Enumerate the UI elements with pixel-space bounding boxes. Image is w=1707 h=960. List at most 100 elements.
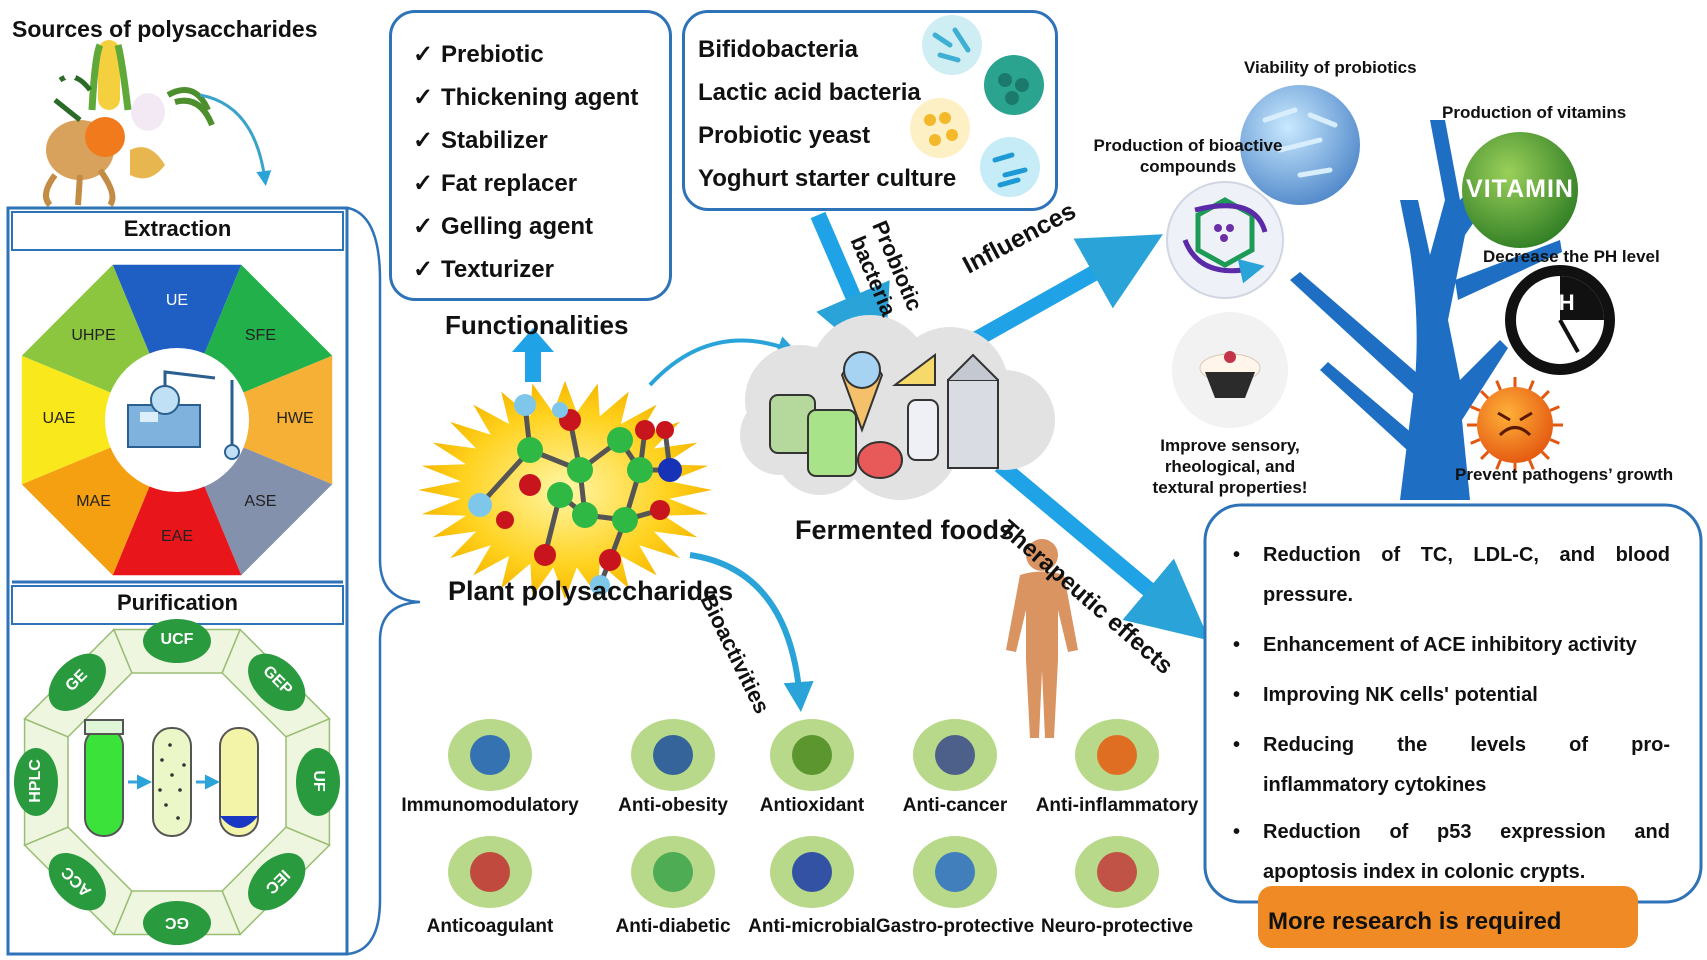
bullet-icon: • [1233,734,1241,756]
pathogens-label: Prevent pathogens’ growth [1455,465,1674,484]
check-icon: ✓ [413,84,434,111]
check-icon: ✓ [413,41,434,68]
bioactivity-icons [448,719,1159,908]
benefits-tree [1290,120,1562,500]
functionality-label: Gelling agent [441,213,594,240]
test-tubes-icon [84,719,259,837]
bioactivity-label: Anti-microbial [748,916,876,937]
bioactive-label: Production of bioactive compounds [1093,136,1283,176]
plant-to-fermented-arrow [648,336,798,387]
purification-method-badge [248,853,306,911]
functionality-item: ✓ Texturizer [413,255,554,284]
extraction-apparatus-icon [127,370,240,460]
extraction-method-label: HWE [276,410,314,427]
functionality-label: Stabilizer [441,127,548,154]
extraction-method-label: ASE [244,493,277,511]
bioactivity-label: Antioxidant [759,795,865,816]
therapeutic-effect-item: • Reduction of TC, LDL-C, and blood pressu… [1233,535,1670,615]
extraction-title: Extraction [123,216,232,241]
plant-sources-illustration [43,40,215,208]
functionality-label: Texturizer [441,256,554,283]
vitamin-word: VITAMIN [1466,175,1574,203]
research-note: More research is required [1268,908,1562,935]
functionalities-box [389,10,672,301]
bullet-icon: • [1233,821,1241,843]
purification-title: Purification [116,590,238,615]
bacteria-label: Probiotic yeast [698,122,871,149]
therapeutic-effect-item: • Enhancement of ACE inhibitory activity [1233,625,1670,665]
therapeutic-effect-line: Reducing the levels of pro- [1263,734,1670,756]
bioactivity-label: Neuro-protective [1040,916,1194,937]
extraction-segment [112,264,242,420]
purification-method-badge [48,653,106,711]
therapeutic-effect-line: apoptosis index in colonic crypts. [1263,861,1586,883]
research-banner [1258,886,1638,948]
bioactivity-label: Anti-obesity [618,795,728,816]
purification-method-badge [48,853,106,911]
bioactivity-label: Anti-cancer [902,795,1008,816]
ph-label: Decrease the PH level [1483,247,1660,266]
check-icon: ✓ [413,256,434,283]
bacteria-label: Bifidobacteria [698,36,859,63]
purification-method-label: UF [310,770,327,792]
fermented-foods-label: Fermented foods [795,515,1015,545]
purification-header-box [11,585,344,625]
functionality-item: ✓Gelling agent [413,212,593,241]
extraction-method-label: UAE [42,410,76,427]
extraction-segment [177,355,333,485]
extraction-method-label: MAE [76,493,111,511]
bacteria-box [682,10,1058,211]
bacteria-images [910,15,1044,197]
bacteria-label: Lactic acid bacteria [698,79,921,106]
functionality-label: Thickening agent [441,84,639,111]
purification-octagon [14,619,340,945]
bioactivity-label: Anti-diabetic [615,916,731,937]
purification-method-badge [248,653,306,711]
check-icon: ✓ [413,170,434,197]
bullet-icon: • [1233,684,1241,706]
check-icon: ✓ [413,127,434,154]
extraction-method-label: UHPE [71,326,116,344]
extraction-segment [112,420,242,576]
sensory-label: Improve sensory, rheological, and textur… [1152,436,1308,497]
therapeutic-effect-line: pressure. [1263,584,1354,606]
functionalities-title: Functionalities [445,310,629,340]
extraction-method-label: UE [165,292,189,309]
therapeutic-effect-line: Enhancement of ACE inhibitory activity [1263,634,1637,656]
human-figure-icon [1006,539,1078,738]
bacteria-label: Yoghurt starter culture [698,165,957,192]
therapeutic-effect-line: Improving NK cells' potential [1263,684,1538,706]
therapeutic-effect-line: Reduction of p53 expression and [1263,821,1670,843]
functionality-item: ✓ Stabilizer [413,126,548,155]
therapeutic-effect-item: • Reduction of p53 expression and apoptosi… [1233,812,1670,892]
vitamin-icon [1462,132,1578,248]
bullet-icon: • [1233,544,1241,566]
therapeutic-effect-item: • Improving NK cells' potential [1233,675,1670,715]
bullet-icon: • [1233,634,1241,656]
purification-method-label: UCF [160,631,194,648]
therapeutic-effects-arrow [994,458,1210,641]
pathogen-icon [1477,387,1553,463]
sources-to-extraction-arrow [199,93,272,186]
vitamins-label: Production of vitamins [1442,103,1627,122]
extraction-method-label: EAE [160,528,193,545]
molecule-atoms [468,394,682,595]
brace-connector [347,206,421,956]
bioactivity-label: Anti-inflammatory [1035,795,1199,816]
bioactivity-label: Anticoagulant [426,916,554,937]
functionality-item: ✓Prebiotic [413,40,544,69]
purification-method-label: GC [165,914,189,931]
purification-method-badge [143,901,211,945]
left-methods-frame [6,206,349,956]
up-arrow-functionalities [512,328,554,382]
extraction-segment [21,355,177,485]
functionality-label: Fat replacer [441,170,578,197]
extraction-header-box [11,211,344,251]
purification-method-label: HPLC [27,759,44,803]
functionality-item: ✓ Thickening agent [413,83,638,112]
ph-word: pH [1545,290,1575,315]
therapeutic-effect-line: inflammatory cytokines [1263,774,1487,796]
therapeutic-effect-line: Reduction of TC, LDL-C, and blood [1263,544,1670,566]
sources-title: Sources of polysaccharides [12,16,318,42]
